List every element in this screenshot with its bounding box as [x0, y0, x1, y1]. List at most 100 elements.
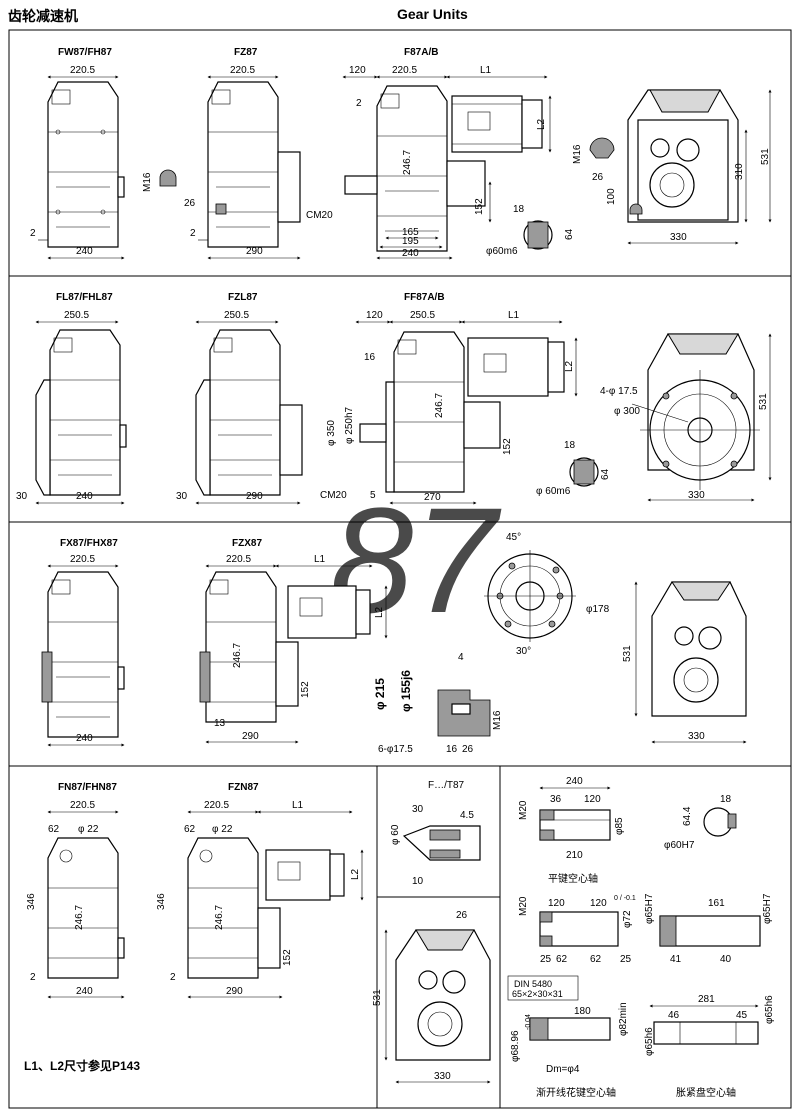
fn-width-top: 220.5 — [70, 800, 95, 811]
spline-62a: 62 — [556, 954, 568, 965]
fzn-346: 346 — [156, 893, 167, 910]
key1-h64: 64 — [564, 228, 575, 240]
spline-62b: 62 — [590, 954, 602, 965]
spline-spec: 65×2×30×31 — [512, 989, 563, 999]
side2-531: 531 — [758, 393, 769, 410]
t87-title: F…/T87 — [428, 780, 465, 791]
spline-d82: φ82min — [618, 1002, 629, 1036]
fa-l2: L2 — [536, 118, 547, 130]
fa-motor — [451, 95, 543, 153]
fzx-dim-152: 152 — [300, 681, 311, 698]
fn-height: 246.7 — [74, 905, 85, 930]
spline-180: 180 — [574, 1006, 591, 1017]
t87-45: 4.5 — [460, 810, 474, 821]
flat-key-shaft — [539, 809, 611, 841]
fn-width-bot: 240 — [76, 986, 93, 997]
fl-width-bot: 240 — [76, 491, 93, 502]
key1-w18: 18 — [513, 204, 525, 215]
ff-dim-152: 152 — [502, 438, 513, 455]
fa-dim-152: 152 — [474, 198, 485, 215]
fzn-dim-62: 62 — [184, 824, 196, 835]
fn-gearbox — [47, 837, 125, 979]
fa-dim-165: 165 — [402, 227, 419, 238]
fzn-l2: L2 — [350, 868, 361, 880]
fzn-width-bot: 290 — [226, 986, 243, 997]
key1-dia: φ60m6 — [486, 246, 518, 257]
fw-dim-2: 2 — [30, 228, 36, 239]
side2-pcd: φ 300 — [614, 406, 640, 417]
side3-330: 330 — [688, 731, 705, 742]
t87-10: 10 — [412, 876, 424, 887]
keyway-detail-1 — [523, 220, 553, 250]
flange-26: 26 — [462, 744, 474, 755]
side1-310: 310 — [734, 163, 745, 180]
fzx-gearbox — [199, 571, 299, 723]
fzn-gearbox — [187, 837, 281, 979]
spline-120b: 120 — [590, 898, 607, 909]
fa-dim-195: 195 — [402, 236, 419, 247]
fzl-dim-30: 30 — [176, 491, 188, 502]
ff-d250h7: φ 250h7 — [344, 406, 355, 444]
fzx-l1: L1 — [314, 554, 326, 565]
flange-d155: φ 155j6 — [399, 670, 413, 712]
side4-531: 531 — [372, 989, 383, 1006]
fzn-dim-152: 152 — [282, 949, 293, 966]
flange-45: 45° — [506, 532, 521, 543]
shrink-d65h7b: φ65H7 — [762, 893, 773, 924]
fw-gearbox — [47, 81, 125, 248]
fzn-l1: L1 — [292, 800, 304, 811]
fa-dim-220: 220.5 — [392, 65, 417, 76]
spline-m20: M20 — [518, 896, 529, 916]
fn-346: 346 — [26, 893, 37, 910]
shrink-41: 41 — [670, 954, 682, 965]
t87-d60: φ 60 — [390, 824, 401, 845]
side-view-3 — [651, 581, 747, 717]
fn-dim-62: 62 — [48, 824, 60, 835]
spline-caption: 渐开线花键空心轴 — [536, 1086, 616, 1099]
flange-face — [484, 550, 576, 642]
flange-holes: 6-φ17.5 — [378, 744, 413, 755]
ff-dim-120: 120 — [366, 310, 383, 321]
fzn-motor — [265, 849, 345, 901]
fzx-height: 246.7 — [232, 643, 243, 668]
ff-dim-16: 16 — [364, 352, 376, 363]
shrink-profile — [653, 1021, 759, 1045]
side1-531: 531 — [760, 148, 771, 165]
flange-16: 16 — [446, 744, 458, 755]
side1-26: 26 — [592, 172, 604, 183]
spline-tol2: -0.04 — [525, 1014, 532, 1030]
ff-dim-250: 250.5 — [410, 310, 435, 321]
spline-shaft — [539, 911, 619, 947]
fw-width-top: 220.5 — [70, 65, 95, 76]
fzl-width-bot: 290 — [246, 491, 263, 502]
ff-d350: φ 350 — [326, 420, 337, 446]
fw-width-bot: 240 — [76, 246, 93, 257]
fa-dim-2: 2 — [356, 98, 362, 109]
fzn-title: FZN87 — [228, 782, 259, 793]
spline-tol: 0 / -0.1 — [614, 895, 636, 902]
title-english: Gear Units — [397, 6, 468, 22]
spline-120a: 120 — [548, 898, 565, 909]
flange-m16: M16 — [492, 710, 503, 730]
fzn-dim-2: 2 — [170, 972, 176, 983]
side2-330: 330 — [688, 490, 705, 501]
fz-title: FZ87 — [234, 47, 258, 58]
spline-din: DIN 5480 — [514, 979, 552, 989]
side1-100: 100 — [606, 188, 617, 205]
fa-dim-240: 240 — [402, 248, 419, 259]
ff-l2: L2 — [564, 360, 575, 372]
flange-178: φ178 — [586, 604, 610, 615]
hollow-shaft-section — [703, 807, 737, 837]
ff-l1: L1 — [508, 310, 520, 321]
shrink-d65h6a: φ65h6 — [644, 1027, 655, 1056]
hollow-644: 64.4 — [682, 806, 693, 826]
fx-width-bot: 240 — [76, 733, 93, 744]
t87-30: 30 — [412, 804, 424, 815]
fx-width-top: 220.5 — [70, 554, 95, 565]
fzx-l2: L2 — [374, 606, 385, 618]
title-chinese: 齿轮减速机 — [8, 8, 78, 24]
fz-m16: M16 — [142, 172, 153, 192]
side2-holes: 4-φ 17.5 — [600, 386, 638, 397]
side1-330: 330 — [670, 232, 687, 243]
ff-dim-270: 270 — [424, 492, 441, 503]
